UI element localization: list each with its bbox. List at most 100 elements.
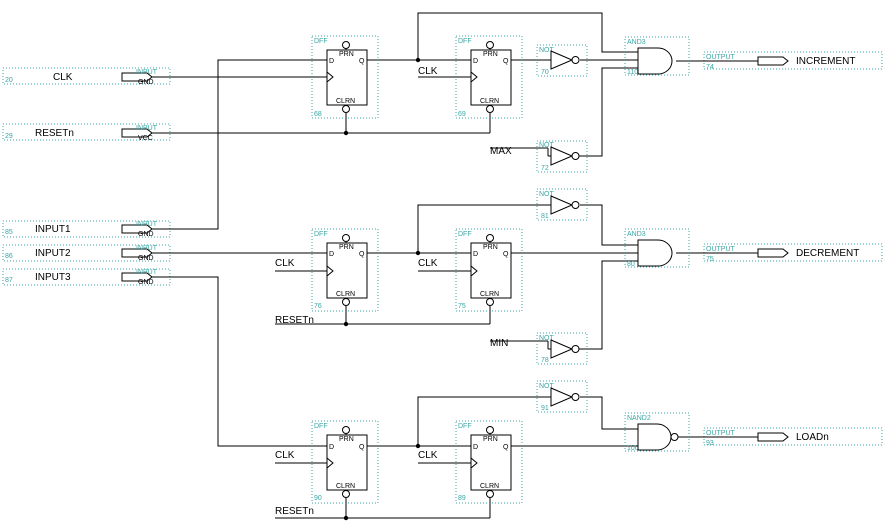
inverter-91: NOT 91 xyxy=(536,380,588,413)
gate-number: 100 xyxy=(627,445,639,452)
inverter-78: NOT 78 xyxy=(536,332,588,365)
dff-number: 69 xyxy=(458,111,466,118)
gate-number: 80 xyxy=(627,261,635,268)
not-number: 91 xyxy=(541,405,549,412)
input-pin-input1: INPUT1 85 INPUT GND xyxy=(2,220,171,238)
input-number: 85 xyxy=(5,229,13,236)
dff-pin-clrn: CLRN xyxy=(336,98,355,105)
output-number: 74 xyxy=(706,64,714,71)
dff-pin-prn: PRN xyxy=(483,436,498,443)
dff-pin-clrn: CLRN xyxy=(480,291,499,298)
dff-type: DFF xyxy=(314,38,328,45)
dff-number: 75 xyxy=(458,303,466,310)
not-type: NOT xyxy=(539,47,555,54)
net-label-clk: CLK xyxy=(418,450,438,461)
net-label-clk: CLK xyxy=(275,450,295,461)
dff-pin-d: D xyxy=(329,251,334,258)
dff-type: DFF xyxy=(314,423,328,430)
gate-type: NAND2 xyxy=(627,415,651,422)
not-number: 81 xyxy=(541,213,549,220)
dff-pin-d: D xyxy=(329,444,334,451)
dff-pin-prn: PRN xyxy=(483,244,498,251)
dff-pin-d: D xyxy=(473,251,478,258)
input-number: 86 xyxy=(5,253,13,260)
input-type: INPUT xyxy=(136,245,158,252)
inverter-72: NOT 72 xyxy=(536,140,588,173)
input-number: 20 xyxy=(5,77,13,84)
junctions xyxy=(343,57,421,521)
input-type: INPUT xyxy=(136,69,158,76)
dff-pin-clrn: CLRN xyxy=(336,483,355,490)
input-number: 29 xyxy=(5,133,13,140)
inverter-70: NOT 70 xyxy=(536,44,588,77)
dff-pin-clrn: CLRN xyxy=(480,483,499,490)
wires xyxy=(152,12,758,519)
dff-76: DFF 76 PRN CLRN D Q xyxy=(311,228,379,312)
dff-number: 76 xyxy=(314,303,322,310)
input-default: GND xyxy=(138,279,154,286)
input-default: GND xyxy=(138,79,154,86)
net-label-resetn: RESETn xyxy=(275,315,314,326)
not-type: NOT xyxy=(539,383,555,390)
input-name: INPUT2 xyxy=(35,248,71,259)
dff-type: DFF xyxy=(458,423,472,430)
output-number: 75 xyxy=(706,256,714,263)
dff-pin-q: Q xyxy=(359,251,365,258)
dff-type: DFF xyxy=(458,231,472,238)
not-type: NOT xyxy=(539,142,555,149)
input-name: INPUT1 xyxy=(35,224,71,235)
dff-pin-d: D xyxy=(473,58,478,65)
dff-number: 68 xyxy=(314,111,322,118)
output-number: 93 xyxy=(706,440,714,447)
gate-type: AND3 xyxy=(627,231,646,238)
input-default: GND xyxy=(138,255,154,262)
net-label-resetn: RESETn xyxy=(275,506,314,517)
output-name: LOADn xyxy=(796,432,829,443)
net-label-clk: CLK xyxy=(418,258,438,269)
input-name: INPUT3 xyxy=(35,272,71,283)
dff-pin-q: Q xyxy=(359,58,365,65)
not-number: 72 xyxy=(541,165,549,172)
input-type: INPUT xyxy=(136,125,158,132)
dff-type: DFF xyxy=(314,231,328,238)
dff-89: DFF 89 PRN CLRN D Q xyxy=(455,420,523,504)
dff-pin-prn: PRN xyxy=(339,51,354,58)
input-type: INPUT xyxy=(136,221,158,228)
input-pin-clk: CLK 20 INPUT GND xyxy=(2,67,171,86)
net-label-clk: CLK xyxy=(418,66,438,77)
not-number: 78 xyxy=(541,357,549,364)
input-name: RESETn xyxy=(35,128,74,139)
input-pin-input2: INPUT2 86 INPUT GND xyxy=(2,244,171,262)
dff-pin-prn: PRN xyxy=(339,244,354,251)
dff-pin-clrn: CLRN xyxy=(336,291,355,298)
dff-pin-q: Q xyxy=(503,58,509,65)
dff-68: DFF 68 PRN CLRN D Q xyxy=(311,35,379,119)
input-default: GND xyxy=(138,231,154,238)
not-number: 70 xyxy=(541,69,549,76)
not-type: NOT xyxy=(539,191,555,198)
net-label-min: MIN xyxy=(490,338,508,349)
input-pin-input3: INPUT3 87 INPUT GND xyxy=(2,268,171,286)
net-label-clk: CLK xyxy=(275,258,295,269)
dff-number: 90 xyxy=(314,495,322,502)
output-type: OUTPUT xyxy=(706,430,736,437)
dff-90: DFF 90 PRN CLRN D Q xyxy=(311,420,379,504)
inverter-81: NOT 81 xyxy=(536,188,588,221)
dff-pin-d: D xyxy=(329,58,334,65)
output-type: OUTPUT xyxy=(706,246,736,253)
dff-pin-prn: PRN xyxy=(339,436,354,443)
gate-number: 110 xyxy=(627,69,638,76)
dff-type: DFF xyxy=(458,38,472,45)
net-labels: CLK MAX CLK CLK RESETn MIN CLK CLK RESET… xyxy=(275,66,512,517)
dff-pin-q: Q xyxy=(503,251,509,258)
net-label-max: MAX xyxy=(490,146,512,157)
input-number: 87 xyxy=(5,277,13,284)
input-pin-resetn: RESETn 29 INPUT VCC xyxy=(2,123,171,142)
output-name: INCREMENT xyxy=(796,56,855,67)
not-type: NOT xyxy=(539,335,555,342)
output-name: DECREMENT xyxy=(796,248,859,259)
dff-pin-d: D xyxy=(473,444,478,451)
dff-pin-prn: PRN xyxy=(483,51,498,58)
dff-pin-q: Q xyxy=(359,444,365,451)
